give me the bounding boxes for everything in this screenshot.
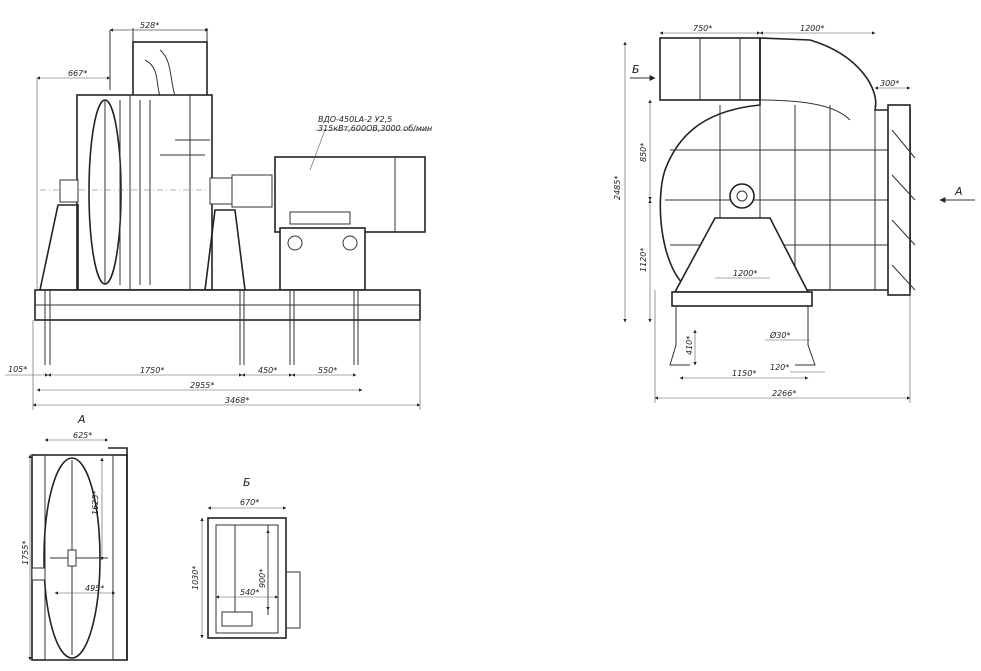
dim-105: 105* [8, 365, 27, 374]
dim-450: 450* [258, 366, 277, 375]
dim-850: 850* [639, 143, 648, 162]
dim-410: 410* [685, 336, 694, 355]
dim-1030: 1030* [191, 566, 200, 590]
dim-2485: 2485* [613, 176, 622, 200]
arrow-b-label: Б [632, 63, 640, 76]
dim-540: 540* [240, 588, 259, 597]
front-pedestal [673, 217, 810, 293]
dim-1120: 1120* [639, 248, 648, 272]
front-inlet [659, 37, 761, 101]
dim-120: 120* [770, 363, 789, 372]
fan-housing [76, 94, 213, 291]
dim-1755: 1755* [21, 541, 30, 565]
motor-spec: 315кВт,600ОВ,3000 об/мин [318, 124, 432, 133]
dim-2266: 2266* [772, 389, 796, 398]
dim-667: 667* [68, 69, 87, 78]
dim-1200-base: 1200* [733, 269, 757, 278]
dim-670: 670* [240, 498, 259, 507]
dim-1200-top: 1200* [800, 24, 824, 33]
shaft-hub [729, 183, 755, 209]
dim-750: 750* [693, 24, 712, 33]
dim-550: 550* [318, 366, 337, 375]
view-a: А 625* 1625* 1755* 495* [21, 413, 128, 661]
arrow-a-label: А [954, 185, 963, 198]
dim-d30: Ø30* [769, 330, 790, 340]
dim-300: 300* [880, 79, 899, 88]
fan-designation: ВДО-450LA-2 У2,5 [318, 115, 392, 124]
view-b: Б 670* 1030* 900* 540* [191, 476, 301, 639]
volute-casing [659, 37, 911, 291]
dim-625: 625* [73, 431, 92, 440]
front-view: 750* 1200* 300* 2485* 850* 1120* 1200* Ø… [613, 24, 975, 403]
dim-1150: 1150* [732, 369, 756, 378]
dim-1625: 1625* [91, 491, 100, 515]
dim-3468: 3468* [225, 396, 249, 405]
dim-528: 528* [140, 21, 159, 30]
side-view: 528* 667* 105* 1750* 450* 550* 2955* 346… [5, 21, 432, 410]
view-a-label: А [77, 413, 86, 426]
view-b-label: Б [243, 476, 251, 489]
dim-495: 495* [85, 584, 104, 593]
dim-2955: 2955* [190, 381, 214, 390]
dim-900: 900* [258, 569, 267, 588]
dim-1750: 1750* [140, 366, 164, 375]
